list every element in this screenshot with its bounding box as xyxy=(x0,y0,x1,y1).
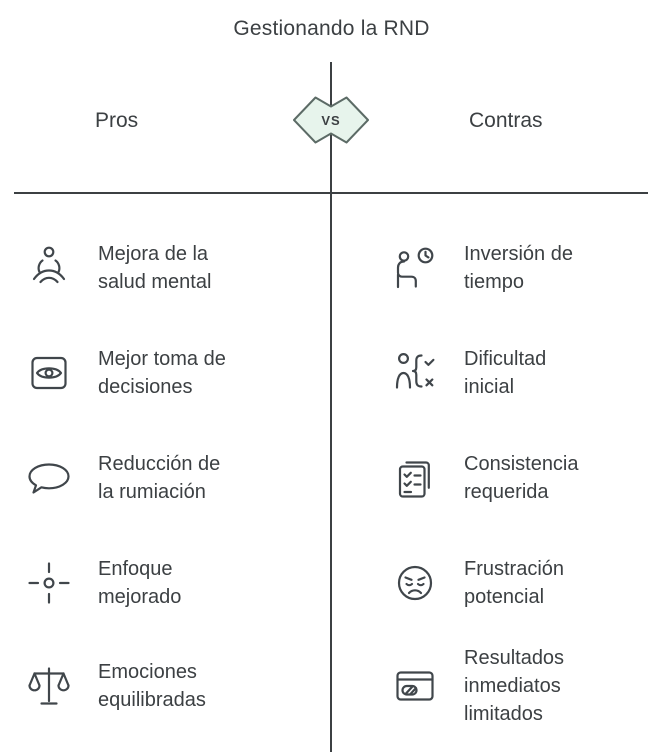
focus-crosshair-icon xyxy=(24,559,74,607)
comparison-item: Resultados inmediatos limitados xyxy=(390,640,592,732)
vs-badge: VS xyxy=(291,92,371,148)
comparison-item: Mejor toma de decisiones xyxy=(24,327,238,419)
balance-scale-icon xyxy=(24,662,74,710)
comparison-item: Mejora de la salud mental xyxy=(24,222,238,314)
meditation-icon xyxy=(24,244,74,292)
comparison-item: Emociones equilibradas xyxy=(24,640,238,732)
item-label: Dificultad inicial xyxy=(464,348,547,398)
limited-results-icon xyxy=(390,662,440,710)
vertical-divider xyxy=(330,62,332,752)
frustrated-face-icon xyxy=(390,559,440,607)
stacked-checklists-icon xyxy=(390,454,440,502)
pros-header: Pros xyxy=(95,109,139,132)
vs-label: VS xyxy=(321,112,341,128)
item-label: Resultados inmediatos limitados xyxy=(464,647,565,725)
comparison-item: Dificultad inicial xyxy=(390,327,592,419)
vs-arrows-icon xyxy=(293,96,369,144)
item-label: Frustración potencial xyxy=(464,558,565,608)
item-label: Consistencia requerida xyxy=(464,453,579,503)
diagram-title: Gestionando la RND xyxy=(233,17,430,40)
item-label: Mejora de la salud mental xyxy=(98,243,212,293)
item-label: Mejor toma de decisiones xyxy=(98,348,226,398)
comparison-item: Inversión de tiempo xyxy=(390,222,592,314)
person-clock-icon xyxy=(390,244,440,292)
item-label: Enfoque mejorado xyxy=(98,558,182,608)
person-checklist-icon xyxy=(390,349,440,397)
item-label: Emociones equilibradas xyxy=(98,661,206,711)
comparison-item: Enfoque mejorado xyxy=(24,537,238,629)
item-label: Reducción de la rumiación xyxy=(98,453,221,503)
eye-viewfinder-icon xyxy=(24,349,74,397)
comparison-item: Reducción de la rumiación xyxy=(24,432,238,524)
comparison-item: Consistencia requerida xyxy=(390,432,592,524)
header-divider xyxy=(14,192,648,194)
item-label: Inversión de tiempo xyxy=(464,243,573,293)
comparison-item: Frustración potencial xyxy=(390,537,592,629)
contras-header: Contras xyxy=(469,109,543,132)
speech-bubble-icon xyxy=(24,454,74,502)
